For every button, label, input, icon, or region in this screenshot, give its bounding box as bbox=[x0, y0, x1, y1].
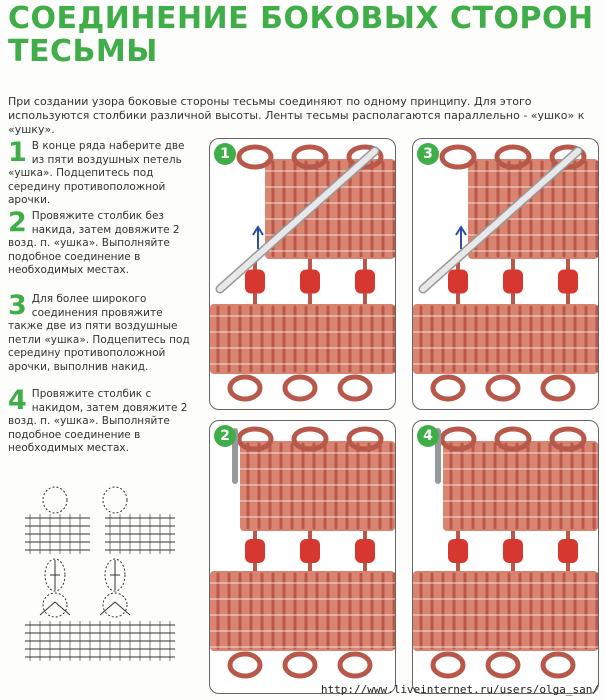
ear-loop bbox=[549, 426, 587, 452]
ear-loop bbox=[549, 144, 587, 170]
step-text: Провяжите столбик без накида, затем довя… bbox=[8, 210, 180, 276]
join-stitch bbox=[448, 539, 468, 563]
ear-loop bbox=[236, 426, 274, 452]
ear-loop bbox=[439, 426, 477, 452]
page-title: Соединение боковых сторон тесьмы bbox=[8, 1, 594, 69]
crochet-hook-highlight bbox=[420, 148, 581, 292]
panel-number: 1 bbox=[214, 143, 236, 165]
step-1: 1 В конце ряда наберите две из пяти возд… bbox=[8, 137, 198, 208]
crochet-chart-diagram bbox=[25, 486, 175, 661]
panel-number: 3 bbox=[417, 143, 439, 165]
ear-loop bbox=[494, 144, 532, 170]
stitch-rows bbox=[25, 514, 175, 554]
step-text: В конце ряда наберите две из пяти воздуш… bbox=[8, 140, 185, 206]
step-text: Для более широкого соединения провяжите … bbox=[8, 293, 190, 373]
ear-loop bbox=[494, 426, 532, 452]
join-stitch bbox=[503, 539, 523, 563]
step-2: 2 Провяжите столбик без накида, затем до… bbox=[8, 207, 198, 278]
step-4: 4 Провяжите столбик с накидом, затем дов… bbox=[8, 385, 198, 456]
join-stitch bbox=[245, 539, 265, 563]
ear-loop bbox=[346, 144, 384, 170]
arrow-icon bbox=[252, 225, 264, 249]
crochet-photo bbox=[210, 144, 395, 402]
step-number: 3 bbox=[8, 290, 27, 321]
ear-loop bbox=[485, 651, 521, 679]
join-stitch bbox=[503, 269, 523, 294]
crochet-hook-highlight bbox=[217, 148, 378, 292]
ear-loop bbox=[337, 374, 373, 402]
intro-text: При создании узора боковые стороны тесьм… bbox=[8, 95, 585, 136]
ear-loop bbox=[540, 651, 576, 679]
stitch-rows-lower bbox=[25, 621, 175, 661]
ear-loop bbox=[291, 144, 329, 170]
fabric-band bbox=[240, 441, 395, 531]
ear-loop bbox=[282, 651, 318, 679]
step-number: 1 bbox=[8, 137, 27, 168]
join-stitch bbox=[558, 269, 578, 294]
join-stitch bbox=[558, 539, 578, 563]
join-stitch bbox=[355, 539, 375, 563]
chain-ear bbox=[42, 486, 128, 514]
ear-loop bbox=[430, 651, 466, 679]
photo-panel-4: 4 bbox=[412, 420, 599, 694]
ear-loop bbox=[540, 374, 576, 402]
fabric-band bbox=[443, 441, 598, 531]
step-number: 2 bbox=[8, 207, 27, 238]
watermark-url: http://www.liveinternet.ru/users/olga_sa… bbox=[320, 683, 599, 696]
photo-panel-2: 2 bbox=[209, 420, 396, 694]
step-3: 3 Для более широкого соединения провяжит… bbox=[8, 290, 198, 374]
photo-panel-1: 1 bbox=[209, 138, 396, 410]
join-stitch bbox=[245, 269, 265, 294]
arrow-icon bbox=[455, 225, 467, 249]
ear-loop bbox=[485, 374, 521, 402]
step-number: 4 bbox=[8, 385, 27, 416]
join-stitch bbox=[300, 269, 320, 294]
ear-loop bbox=[346, 426, 384, 452]
ear-loop bbox=[236, 144, 274, 170]
panel-number: 2 bbox=[214, 425, 236, 447]
crochet-photo bbox=[210, 426, 395, 679]
join-loops bbox=[39, 558, 131, 618]
ear-loop bbox=[227, 374, 263, 402]
step-text: Провяжите столбик с накидом, затем довяж… bbox=[8, 388, 188, 454]
ear-loop bbox=[439, 144, 477, 170]
ear-loop bbox=[430, 374, 466, 402]
join-stitch bbox=[355, 269, 375, 294]
ear-loop bbox=[291, 426, 329, 452]
ear-loop bbox=[282, 374, 318, 402]
photo-panel-3: 3 bbox=[412, 138, 599, 410]
crochet-photo bbox=[413, 426, 598, 679]
ear-loop bbox=[227, 651, 263, 679]
ear-loop bbox=[337, 651, 373, 679]
crochet-photo bbox=[413, 144, 598, 402]
join-stitch bbox=[448, 269, 468, 294]
panel-number: 4 bbox=[417, 425, 439, 447]
join-stitch bbox=[300, 539, 320, 563]
